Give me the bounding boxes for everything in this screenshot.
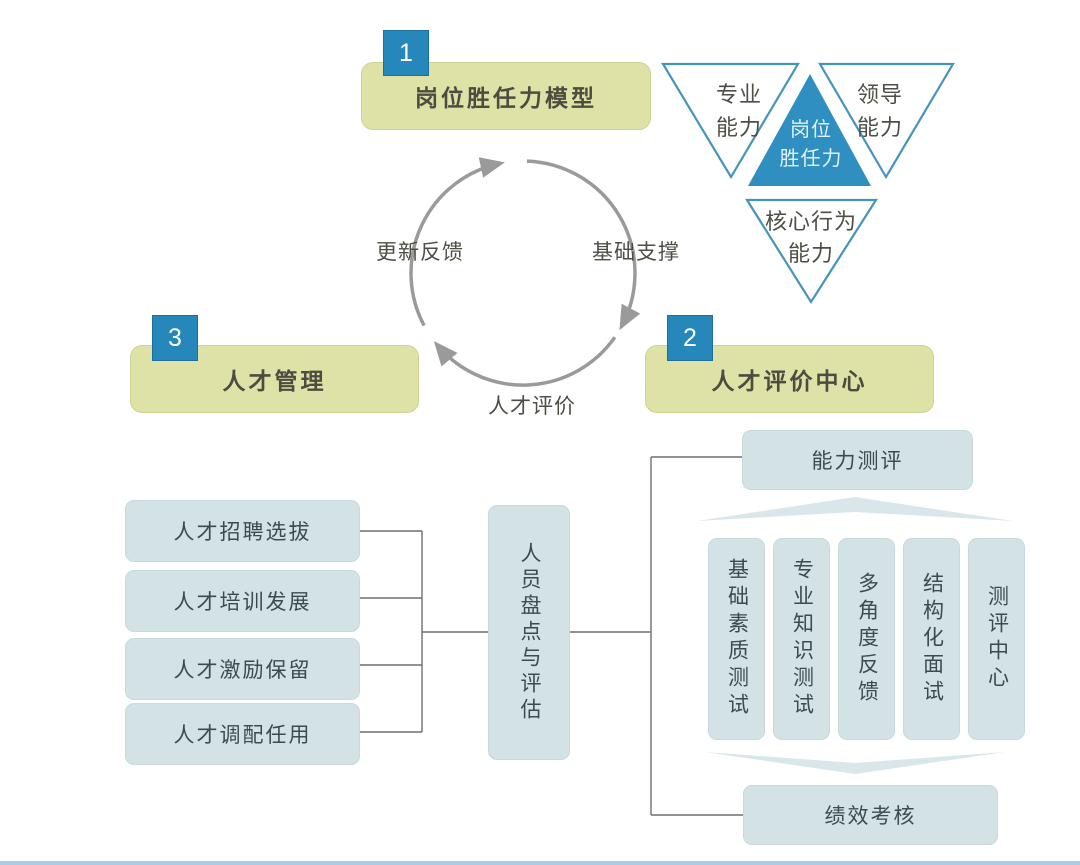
assessment-column-basic-quality: 基础素质测试: [708, 538, 765, 740]
talent-item-deployment: 人才调配任用: [125, 703, 360, 765]
triangle-center-filled: [748, 74, 871, 186]
ability-assessment-box: 能力测评: [742, 430, 973, 490]
triangle-center-line1: 岗位: [790, 119, 832, 141]
step-badge-1: 1: [383, 30, 429, 76]
triangle-left-line2: 能力: [715, 115, 762, 140]
triangle-right-line2: 能力: [856, 115, 903, 140]
talent-item-recruitment: 人才招聘选拔: [125, 500, 360, 562]
triangle-right-label: 领导 能力: [835, 78, 925, 144]
cycle-label-support: 基础支撑: [592, 241, 680, 264]
triangle-right-line1: 领导: [856, 82, 903, 107]
triangle-center-line2: 胜任力: [779, 148, 843, 170]
triangle-bottom-label: 核心行为 能力: [745, 206, 877, 270]
inventory-evaluation-box: 人员盘点与评估: [488, 505, 570, 760]
assessment-column-assessment-center: 测评中心: [968, 538, 1025, 740]
triangle-bottom-line1: 核心行为: [764, 209, 857, 234]
triangle-bottom-line2: 能力: [787, 241, 834, 266]
cycle-circle: [409, 157, 641, 387]
triangle-left-line1: 专业: [715, 82, 762, 107]
assessment-column-multi-angle-feedback: 多角度反馈: [838, 538, 895, 740]
chevron-up: [697, 497, 1013, 521]
triangle-center-label: 岗位 胜任力: [765, 116, 857, 174]
step-badge-3: 3: [152, 315, 198, 361]
chevron-down: [705, 752, 1005, 774]
competency-triangles: [661, 62, 955, 305]
triangle-right-outline: [818, 62, 955, 180]
step-badge-2: 2: [667, 315, 713, 361]
triangle-left-label: 专业 能力: [694, 78, 784, 144]
triangle-bottom-outline: [745, 198, 879, 305]
performance-appraisal-box: 绩效考核: [743, 785, 998, 845]
triangle-left-outline: [661, 62, 800, 180]
cycle-label-evaluation: 人才评价: [488, 395, 576, 418]
competency-model-box: 岗位胜任力模型: [361, 62, 651, 130]
assessment-column-structured-interview: 结构化面试: [903, 538, 960, 740]
cycle-label-feedback: 更新反馈: [376, 241, 464, 264]
talent-item-incentive: 人才激励保留: [125, 638, 360, 700]
assessment-column-professional-knowledge: 专业知识测试: [773, 538, 830, 740]
connector-lines: [357, 456, 743, 816]
talent-item-training: 人才培训发展: [125, 570, 360, 632]
bottom-accent-line: [0, 861, 1080, 865]
